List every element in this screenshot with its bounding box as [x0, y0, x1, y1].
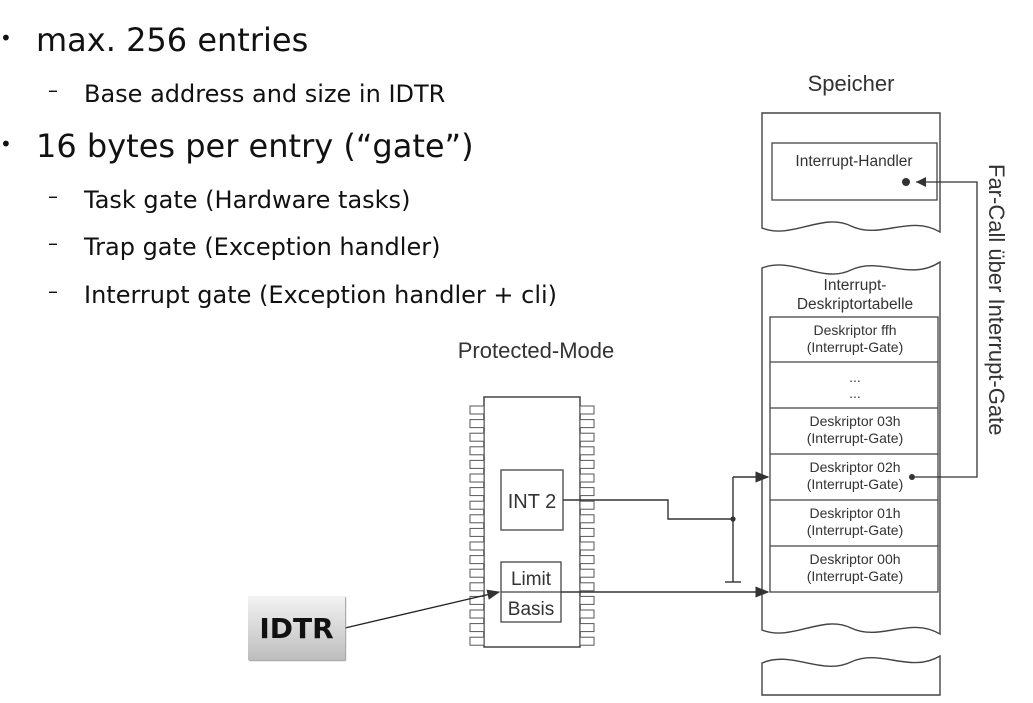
handler-entry-dot — [902, 178, 910, 186]
chip-pin — [579, 609, 595, 619]
far-call-line — [912, 181, 978, 478]
bullet-dot-icon: • — [0, 26, 12, 50]
chip-pin — [579, 432, 595, 442]
chip-pin — [579, 595, 595, 605]
chip-pin — [579, 487, 595, 497]
chip-pin — [469, 419, 485, 429]
descriptor-03-type: (Interrupt-Gate) — [807, 430, 903, 446]
sub-bullet-text: Interrupt gate (Exception handler + cli) — [84, 281, 558, 309]
bullet-dot-icon: • — [0, 132, 12, 156]
chip-pin — [469, 541, 485, 551]
cpu-chip-pins — [469, 405, 595, 646]
far-call-arrowhead — [916, 177, 926, 187]
cpu-chip: INT 2 Limit Basis — [469, 396, 595, 648]
sub-bullet-base-address: – Base address and size in IDTR — [48, 80, 446, 108]
chip-pin — [469, 623, 485, 633]
descriptor-03-name: Deskriptor 03h — [809, 413, 900, 429]
chip-pin — [469, 527, 485, 537]
chip-pin — [469, 636, 485, 646]
memory-label: Speicher — [808, 71, 895, 96]
bullet-text: 16 bytes per entry (“gate”) — [36, 127, 474, 165]
chip-pin — [469, 405, 485, 415]
descriptor-02-name: Deskriptor 02h — [809, 459, 900, 475]
dash-icon: – — [48, 279, 58, 303]
table-title-line1: Interrupt- — [824, 277, 887, 294]
chip-pin — [579, 500, 595, 510]
dash-icon: – — [48, 184, 58, 208]
chip-pin — [469, 555, 485, 565]
table-title-line2: Deskriptortabelle — [797, 296, 913, 313]
chip-pin — [579, 527, 595, 537]
interrupt-handler-box — [771, 142, 938, 201]
bullet-bytes-per-entry: • 16 bytes per entry (“gate”) — [0, 127, 474, 165]
idtr-label: IDTR — [259, 611, 334, 645]
ellipsis-line2: ... — [849, 385, 861, 401]
chip-pin — [579, 405, 595, 415]
chip-pin — [469, 582, 485, 592]
chip-pin — [469, 500, 485, 510]
descriptor-ff-name: Deskriptor ffh — [814, 322, 897, 338]
descriptor-01-type: (Interrupt-Gate) — [807, 522, 903, 538]
interrupt-handler-label: Interrupt-Handler — [795, 153, 912, 170]
chip-pin — [469, 595, 485, 605]
chip-pin — [579, 473, 595, 483]
chip-pin — [579, 446, 595, 456]
descriptor-00-name: Deskriptor 00h — [809, 551, 900, 567]
far-call-label: Far-Call über Interrupt-Gate — [984, 164, 1009, 435]
protected-mode-label: Protected-Mode — [458, 338, 615, 363]
chip-pin — [579, 582, 595, 592]
chip-pin — [579, 623, 595, 633]
sub-bullet-trap-gate: – Trap gate (Exception handler) — [48, 233, 441, 261]
descriptor-00-type: (Interrupt-Gate) — [807, 568, 903, 584]
memory-bottom-segment — [761, 654, 941, 696]
sub-bullet-text: Task gate (Hardware tasks) — [84, 186, 411, 214]
chip-pin — [469, 609, 485, 619]
descriptor-02-type: (Interrupt-Gate) — [807, 476, 903, 492]
chip-pin — [579, 459, 595, 469]
sub-bullet-task-gate: – Task gate (Hardware tasks) — [48, 186, 411, 214]
chip-pin — [579, 636, 595, 646]
chip-pin — [469, 514, 485, 524]
descriptor-01-name: Deskriptor 01h — [809, 505, 900, 521]
descriptor-ff-type: (Interrupt-Gate) — [807, 339, 903, 355]
idtr-pointer-arrow — [344, 589, 501, 629]
chip-pin — [469, 432, 485, 442]
ellipsis-line1: ... — [849, 369, 861, 385]
limit-label: Limit — [511, 569, 552, 590]
chip-pin — [579, 541, 595, 551]
bullet-text: max. 256 entries — [36, 21, 309, 59]
descriptor-table: Deskriptor ffh (Interrupt-Gate) ... ... … — [769, 316, 939, 593]
chip-pin — [469, 459, 485, 469]
chip-pin — [579, 514, 595, 524]
int2-label: INT 2 — [508, 491, 557, 513]
chip-pin — [469, 568, 485, 578]
dash-icon: – — [48, 231, 58, 255]
int2-box — [500, 469, 564, 531]
chip-pin — [469, 473, 485, 483]
basis-label: Basis — [508, 599, 554, 620]
chip-pin — [579, 555, 595, 565]
idtr-label-box: IDTR — [248, 596, 345, 660]
chip-pin — [579, 568, 595, 578]
chip-pin — [469, 446, 485, 456]
int2-signal-line — [563, 499, 733, 520]
chip-pin — [579, 419, 595, 429]
bullet-max-entries: • max. 256 entries — [0, 21, 309, 59]
sub-bullet-interrupt-gate: – Interrupt gate (Exception handler + cl… — [48, 281, 558, 309]
chip-pin — [469, 487, 485, 497]
sub-bullet-text: Base address and size in IDTR — [84, 80, 446, 108]
dash-icon: – — [48, 78, 58, 102]
sub-bullet-text: Trap gate (Exception handler) — [84, 233, 441, 261]
